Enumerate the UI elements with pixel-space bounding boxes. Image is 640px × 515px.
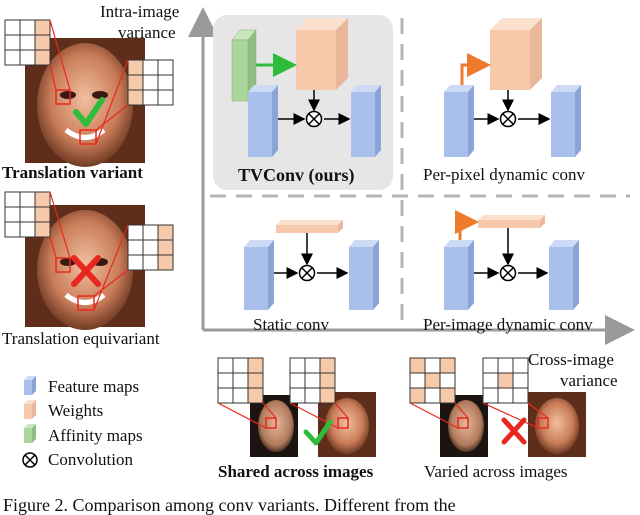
varied-panel xyxy=(409,357,586,457)
per-pixel-weights xyxy=(490,30,530,90)
grid-equivariant-a xyxy=(4,191,51,238)
grid-shared-a xyxy=(217,357,264,404)
x-axis-label-line2: variance xyxy=(560,371,618,390)
per-pixel-label: Per-pixel dynamic conv xyxy=(423,165,586,184)
per-pixel-output-feature xyxy=(551,92,575,157)
legend-feature-label: Feature maps xyxy=(48,377,140,396)
legend-swatches xyxy=(22,376,38,468)
shared-label: Shared across images xyxy=(218,462,374,481)
grid-varied-b xyxy=(482,357,529,404)
shared-panel xyxy=(217,357,376,457)
tvconv-input-feature xyxy=(248,92,272,157)
static-weights xyxy=(276,225,338,233)
translation-variant-panel xyxy=(4,19,174,167)
check-icon xyxy=(303,419,333,446)
y-axis-label-line2: variance xyxy=(118,23,176,42)
legend-feature-swatch xyxy=(24,380,32,395)
legend-weight-swatch xyxy=(24,404,32,419)
legend-affinity-swatch xyxy=(24,428,32,443)
per-image-diagram xyxy=(444,210,579,310)
translation-variant-label: Translation variant xyxy=(2,163,143,182)
static-label: Static conv xyxy=(253,315,330,334)
tvconv-diagram xyxy=(213,15,393,190)
static-input-feature xyxy=(244,247,268,310)
affinity-map xyxy=(231,39,249,102)
conv-icon xyxy=(499,264,517,282)
tvconv-label: TVConv (ours) xyxy=(238,165,355,185)
tvconv-output-feature xyxy=(351,92,375,157)
translation-equivariant-label: Translation equivariant xyxy=(2,329,160,348)
static-diagram xyxy=(244,220,379,310)
grid-variant-a xyxy=(4,19,51,66)
figure-caption: Figure 2. Comparison among conv variants… xyxy=(3,495,456,515)
legend-weight-label: Weights xyxy=(48,401,104,420)
per-image-weights xyxy=(478,220,540,228)
tvconv-weights xyxy=(296,30,336,90)
grid-varied-a xyxy=(409,357,456,404)
cross-icon xyxy=(71,255,101,287)
axes xyxy=(188,7,635,345)
grid-shared-b xyxy=(289,357,336,404)
per-pixel-input-feature xyxy=(444,92,468,157)
per-image-label: Per-image dynamic conv xyxy=(423,315,593,334)
check-icon xyxy=(73,97,105,127)
varied-label: Varied across images xyxy=(424,462,568,481)
conv-icon xyxy=(499,110,517,128)
grid-equivariant-b xyxy=(127,224,174,271)
x-axis-label-line1: Cross-image xyxy=(528,350,614,369)
per-pixel-diagram xyxy=(444,18,581,157)
cross-icon xyxy=(501,417,527,445)
per-image-output-feature xyxy=(549,247,573,310)
translation-equivariant-panel xyxy=(4,191,174,330)
y-axis-label-line1: Intra-image xyxy=(100,2,180,21)
grid-variant-b xyxy=(127,59,174,106)
legend-affinity-label: Affinity maps xyxy=(48,426,143,445)
convolution-icon xyxy=(22,452,38,468)
per-image-input-feature xyxy=(444,247,468,310)
static-output-feature xyxy=(349,247,373,310)
conv-icon xyxy=(298,264,316,282)
legend-convolution-label: Convolution xyxy=(48,450,134,469)
conv-icon xyxy=(305,110,323,128)
